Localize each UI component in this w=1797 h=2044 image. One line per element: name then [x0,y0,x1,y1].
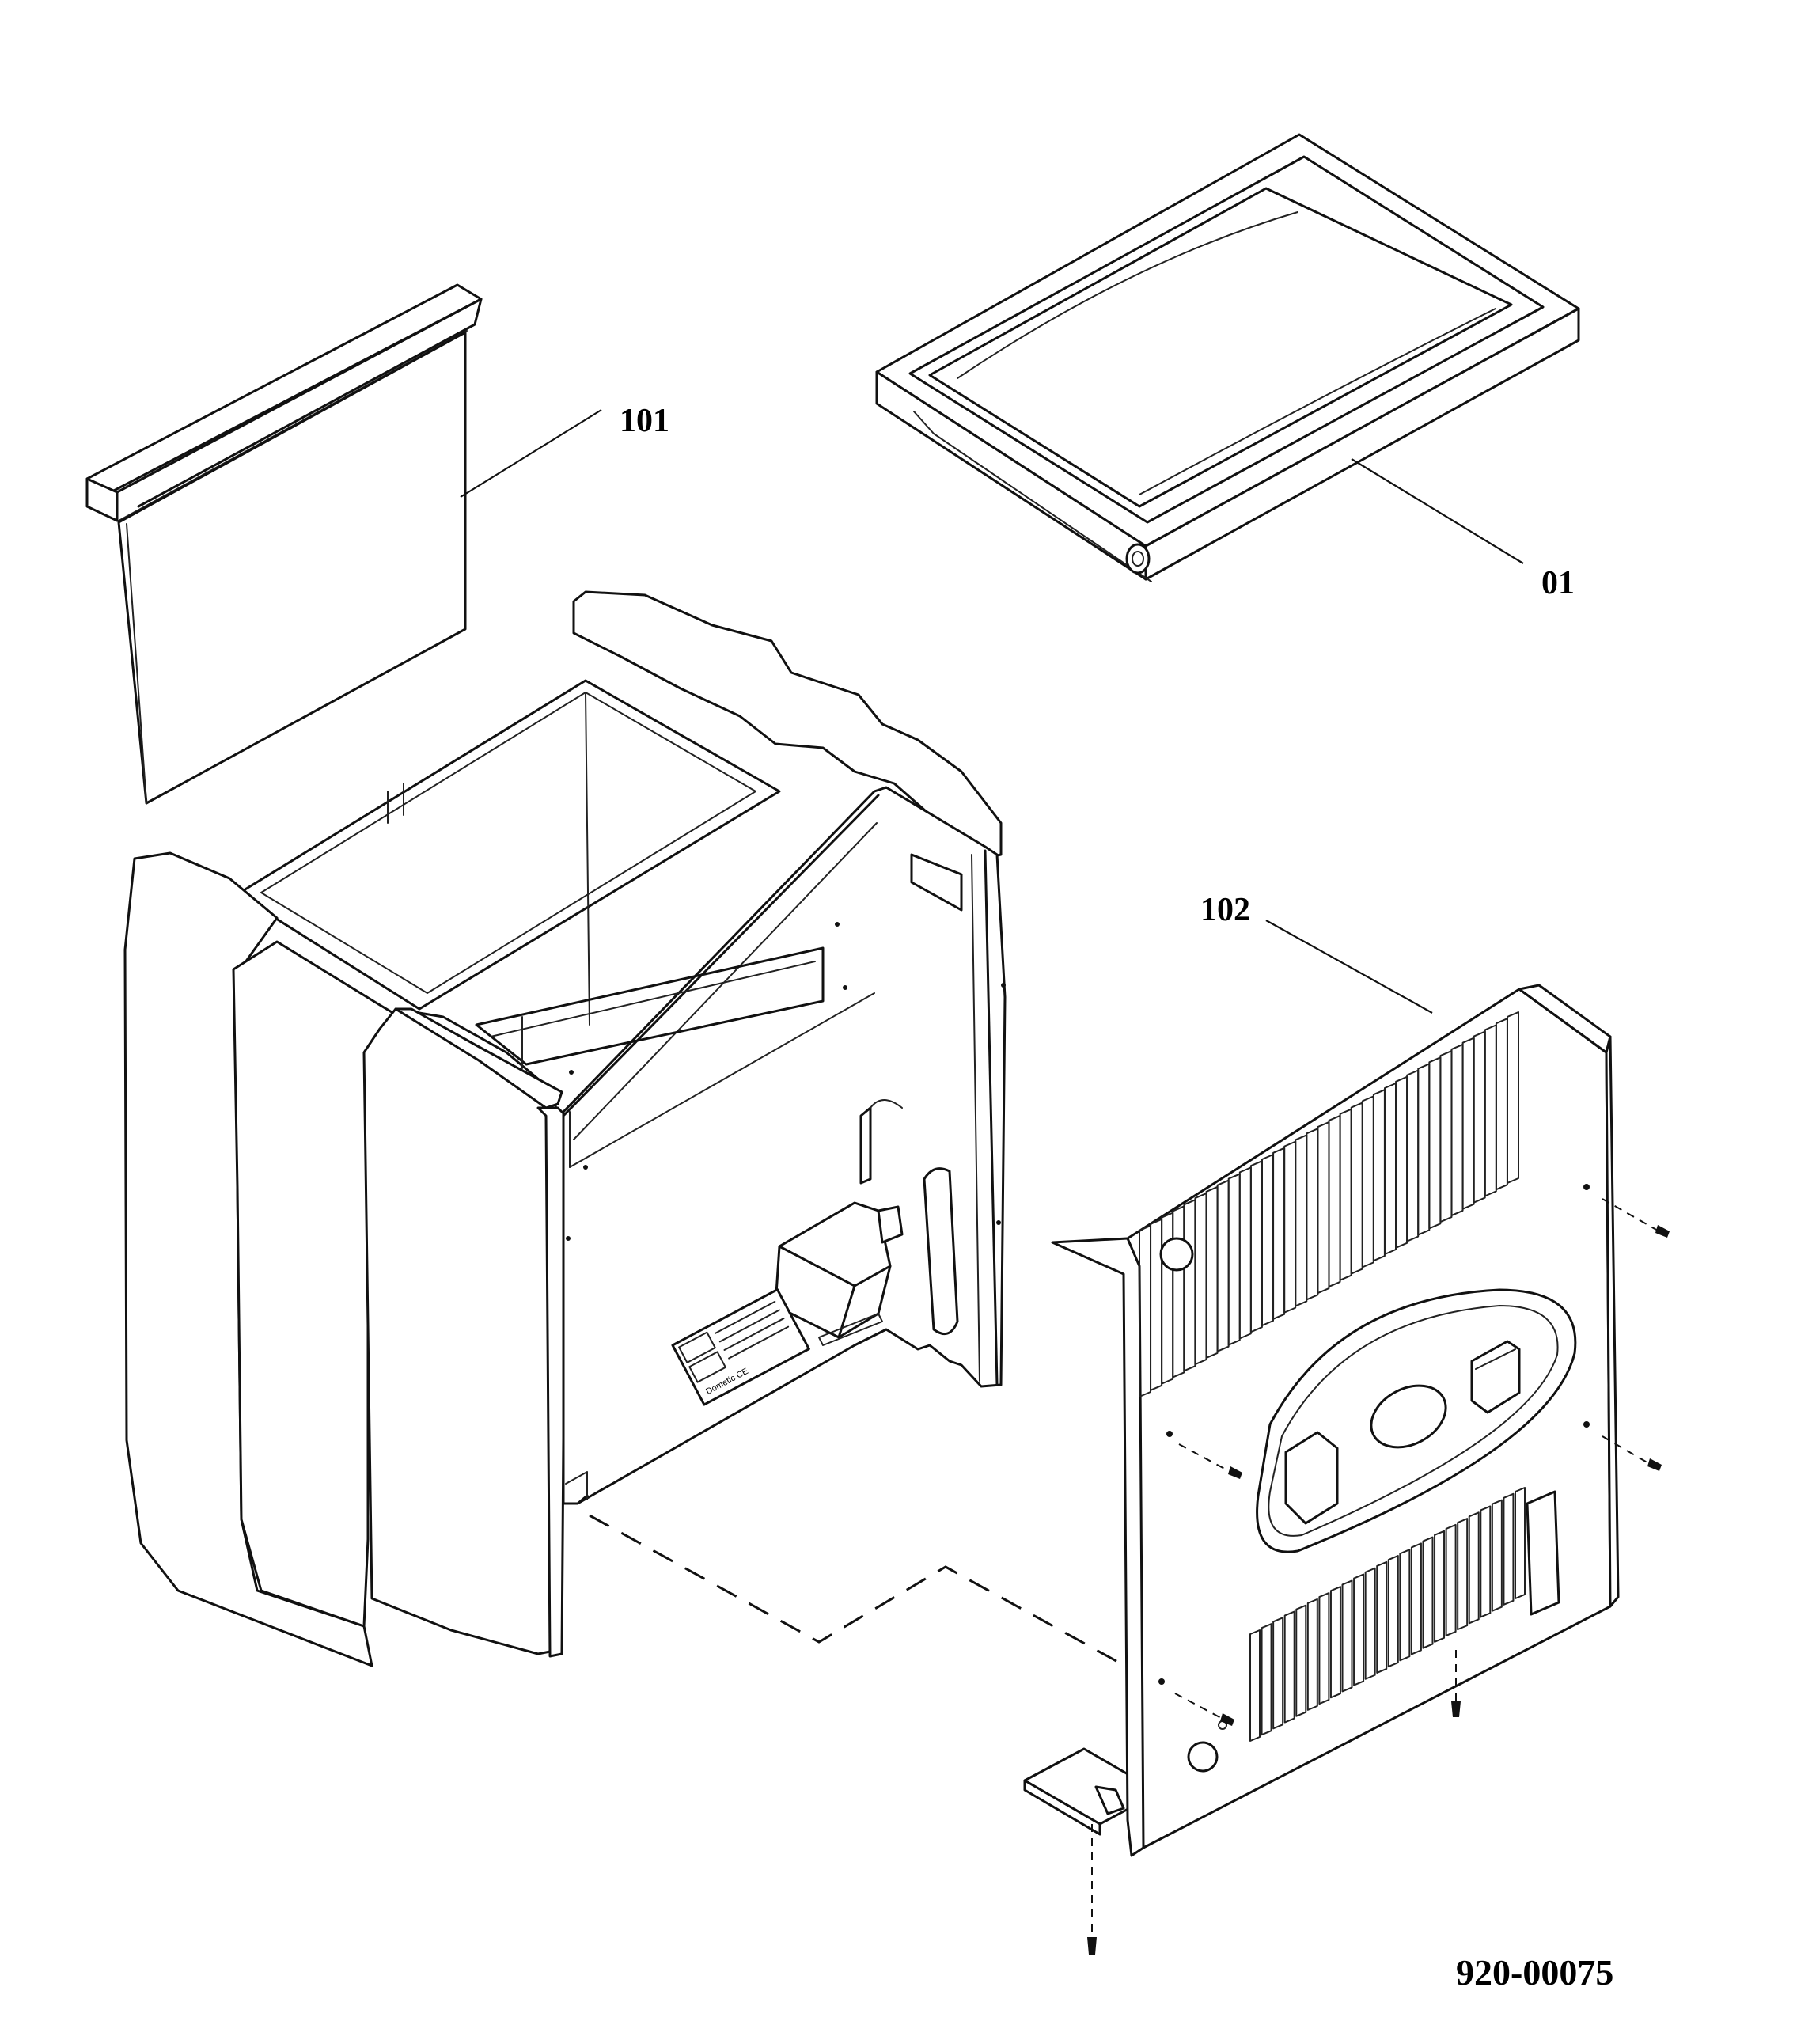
vent-louver [1428,1056,1442,1230]
screw [1087,1824,1097,1955]
vent-louver [1461,1037,1475,1210]
vent-louver [1161,1212,1174,1385]
vent-louver [1216,1179,1230,1352]
vent-louver [1272,1617,1284,1730]
callout-label-102: 102 [1200,892,1250,928]
part-01-lid [875,133,1580,582]
vent-louver [1515,1487,1526,1599]
vent-louver [1399,1549,1411,1662]
vent-louver [1387,1555,1399,1668]
vent-louver [1395,1075,1408,1249]
vent-louver [1227,1173,1241,1346]
vent-louver [1410,1542,1422,1655]
vent-louver [1406,1069,1420,1242]
vent-louver [1306,1598,1318,1711]
vent-louver [1434,1530,1446,1643]
vent-louver [1364,1567,1376,1680]
vent-louver [1139,1225,1151,1397]
vent-louver [1384,1083,1397,1255]
vent-louver [1205,1185,1219,1359]
vent-louver [1417,1063,1431,1236]
vent-louver [1372,1089,1386,1262]
vent-louver [1507,1011,1519,1184]
vent-louver [1339,1108,1352,1281]
vent-louver [1295,1604,1307,1717]
vent-louver [1261,1154,1274,1326]
screw [1178,1443,1242,1479]
vent-louver [1503,1492,1515,1606]
vent-louver [1328,1114,1341,1287]
vent-louver [1422,1536,1434,1649]
screw [1451,1650,1461,1717]
cabinet-body: Dometic CE [123,590,1007,1667]
callout-label-101: 101 [620,403,669,439]
vent-louver [1450,1043,1464,1216]
vent-louver [1249,1629,1261,1742]
vent-louver [1150,1218,1163,1391]
alignment-dashed-line [589,1514,1176,1695]
vent-louver [1272,1147,1286,1320]
upper-vent-louvers [1139,1011,1519,1397]
drawing-number: 920-00075 [1456,1952,1613,1993]
screw [1602,1435,1662,1471]
vent-louver [1238,1166,1252,1340]
vent-louver [1329,1586,1341,1699]
vent-louver [1350,1102,1363,1275]
vent-louver [1473,1030,1486,1204]
vent-louver [1341,1579,1353,1693]
vent-louver [1484,1024,1497,1197]
screw [1602,1198,1670,1238]
part-101-divider-panel [85,283,483,805]
vent-louver [1445,1523,1457,1636]
vent-louver [1261,1623,1272,1736]
callout-01: 01 [1351,458,1575,601]
lower-vent-louvers [1249,1487,1526,1742]
vent-louver [1183,1199,1196,1372]
vent-louver [1457,1518,1469,1631]
callout-label-01: 01 [1541,565,1575,601]
vent-louver [1283,1610,1295,1724]
vent-louver [1317,1121,1330,1295]
part-102-rear-vent-cover [1023,984,1620,1857]
screws [1087,1198,1670,1955]
vent-louver [1376,1560,1388,1674]
vent-louver [1172,1205,1185,1378]
callout-102: 102 [1200,892,1433,1014]
vent-louver [1249,1160,1263,1333]
callout-101: 101 [460,403,669,498]
vent-louver [1318,1592,1330,1705]
vent-louver [1480,1505,1492,1618]
vent-louver [1283,1140,1297,1314]
vent-louver [1295,1134,1308,1307]
vent-louver [1468,1511,1480,1625]
vent-louver [1361,1095,1374,1268]
vent-louver [1306,1128,1319,1301]
vent-louver [1353,1573,1365,1686]
screw [1174,1693,1234,1726]
vent-louver [1194,1193,1207,1366]
vent-louver [1495,1018,1508,1191]
vent-louver [1491,1499,1503,1612]
vent-louver [1439,1050,1453,1223]
